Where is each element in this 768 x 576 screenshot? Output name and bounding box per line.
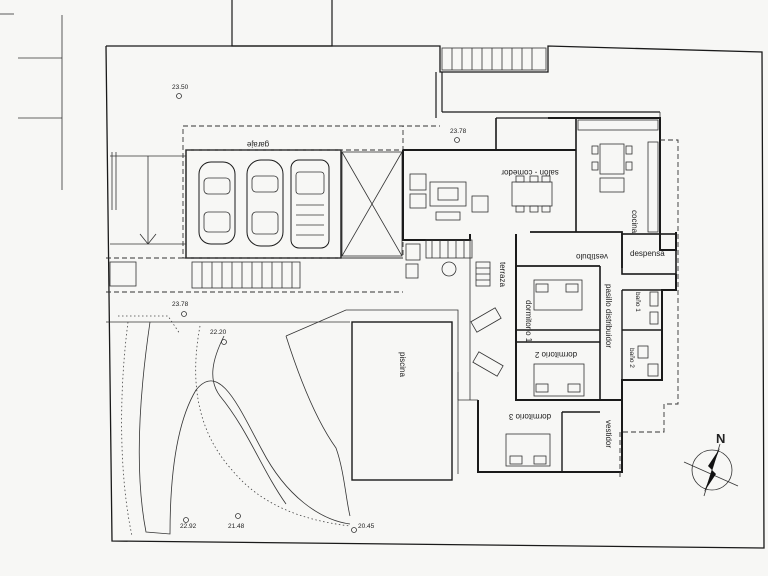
car-icon	[246, 159, 284, 247]
bedroom-1-label: dormitorio 1	[524, 300, 533, 343]
pantry-label: despensa	[630, 249, 665, 258]
pool-label: piscina	[398, 352, 407, 377]
svg-text:22.92: 22.92	[180, 523, 197, 530]
svg-text:23.78: 23.78	[450, 128, 467, 135]
svg-text:20.45: 20.45	[358, 523, 375, 530]
bedroom-3-label: dormitorio 3	[508, 412, 551, 421]
svg-text:23.78: 23.78	[172, 301, 189, 308]
bedroom-1: dormitorio 1	[524, 279, 583, 343]
plot-boundary	[105, 45, 765, 549]
svg-text:23.50: 23.50	[172, 84, 189, 91]
north-stairs	[435, 47, 661, 140]
garage: garaje	[182, 125, 440, 289]
living-room-furniture: salón - comedor	[405, 168, 559, 279]
car-icon	[290, 159, 330, 249]
svg-text:21.48: 21.48	[228, 523, 245, 530]
svg-text:22.20: 22.20	[210, 329, 227, 336]
level-marker: 23.78	[450, 128, 467, 143]
kitchen: cocina	[577, 119, 659, 234]
level-marker: 21.48	[228, 513, 245, 530]
kitchen-label: cocina	[630, 210, 639, 234]
swimming-pool: piscina	[285, 309, 459, 481]
bedroom-3: dormitorio 3	[505, 412, 551, 467]
terrace-label: terraza	[498, 262, 507, 287]
bath-2: baño 2	[628, 345, 659, 377]
level-marker: 22.92	[180, 517, 197, 530]
bath-1-label: baño 1	[634, 292, 641, 312]
lounge-chair-icon	[472, 351, 504, 377]
north-compass-icon: N	[683, 431, 739, 497]
level-marker: 23.78	[172, 301, 189, 317]
hallway-label: pasillo distribuidor	[604, 284, 613, 348]
garage-label: garaje	[246, 140, 269, 149]
level-marker: 23.50	[172, 84, 189, 99]
garden-contours	[106, 315, 351, 537]
bedroom-2: dormitorio 2	[533, 350, 585, 397]
lounge-chair-icon	[470, 307, 502, 333]
vestibule-label: vestíbulo	[575, 252, 608, 261]
living-dining-label: salón - comedor	[501, 168, 559, 177]
level-marker: 22.20	[210, 329, 227, 345]
terrace: terraza	[470, 261, 507, 377]
dressing-room-label: vestidor	[604, 420, 613, 448]
bath-2-label: baño 2	[628, 348, 635, 368]
entrance-gate	[106, 152, 403, 293]
car-icon	[198, 161, 236, 245]
svg-text:N: N	[716, 431, 725, 446]
level-marker: 20.45	[351, 523, 375, 533]
bedroom-2-label: dormitorio 2	[534, 350, 577, 359]
bath-1: baño 1	[634, 291, 659, 325]
